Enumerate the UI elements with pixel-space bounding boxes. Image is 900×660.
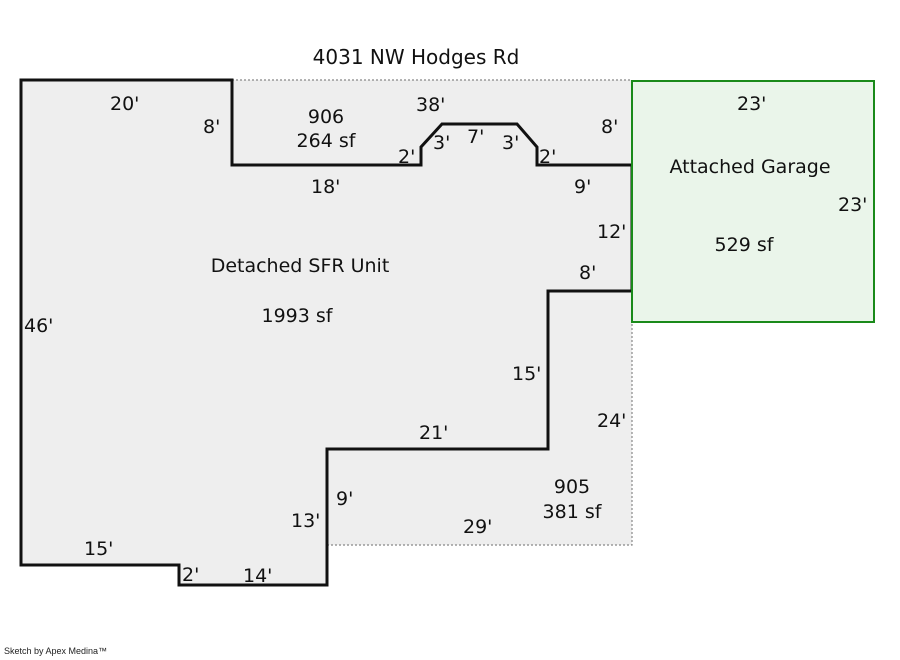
dimension-label: 15'	[84, 538, 113, 560]
dimension-label: 15'	[512, 363, 541, 385]
addition-906-code: 906	[308, 106, 344, 128]
dimension-label: 23'	[838, 194, 867, 216]
dimension-label: 13'	[291, 510, 320, 532]
dimension-label: 8'	[601, 116, 618, 138]
dimension-label: 9'	[336, 488, 353, 510]
addition-905-area	[327, 291, 632, 545]
garage-area: 529 sf	[715, 234, 775, 256]
dimension-label: 8'	[579, 262, 596, 284]
dimension-label: 3'	[502, 132, 519, 154]
addition-906-area	[232, 80, 632, 165]
dimension-label: 8'	[203, 116, 220, 138]
dimension-label: 20'	[110, 93, 139, 115]
dimension-label: 23'	[737, 93, 766, 115]
garage-outline	[631, 80, 875, 323]
dimension-label: 46'	[24, 315, 53, 337]
dimension-label: 3'	[433, 132, 450, 154]
dimension-label: 38'	[416, 94, 445, 116]
addition-906-area-label: 264 sf	[297, 130, 357, 152]
addition-905-code: 905	[554, 476, 590, 498]
dimension-label: 21'	[419, 422, 448, 444]
dimension-label: 7'	[467, 126, 484, 148]
main-unit-area: 1993 sf	[262, 305, 334, 327]
dimension-label: 14'	[243, 565, 272, 587]
dimension-label: 24'	[597, 410, 626, 432]
dimension-label: 9'	[574, 176, 591, 198]
sketch-credit: Sketch by Apex Medina™	[4, 646, 108, 656]
garage-name: Attached Garage	[669, 156, 830, 178]
dimension-label: 18'	[311, 176, 340, 198]
dimension-label: 2'	[182, 564, 199, 586]
dimension-label: 2'	[398, 146, 415, 168]
dimension-label: 2'	[539, 146, 556, 168]
dimension-label: 29'	[463, 516, 492, 538]
main-unit-name: Detached SFR Unit	[211, 255, 390, 277]
addition-905-area-label: 381 sf	[543, 501, 603, 523]
property-title: 4031 NW Hodges Rd	[313, 45, 520, 69]
dimension-label: 12'	[597, 221, 626, 243]
